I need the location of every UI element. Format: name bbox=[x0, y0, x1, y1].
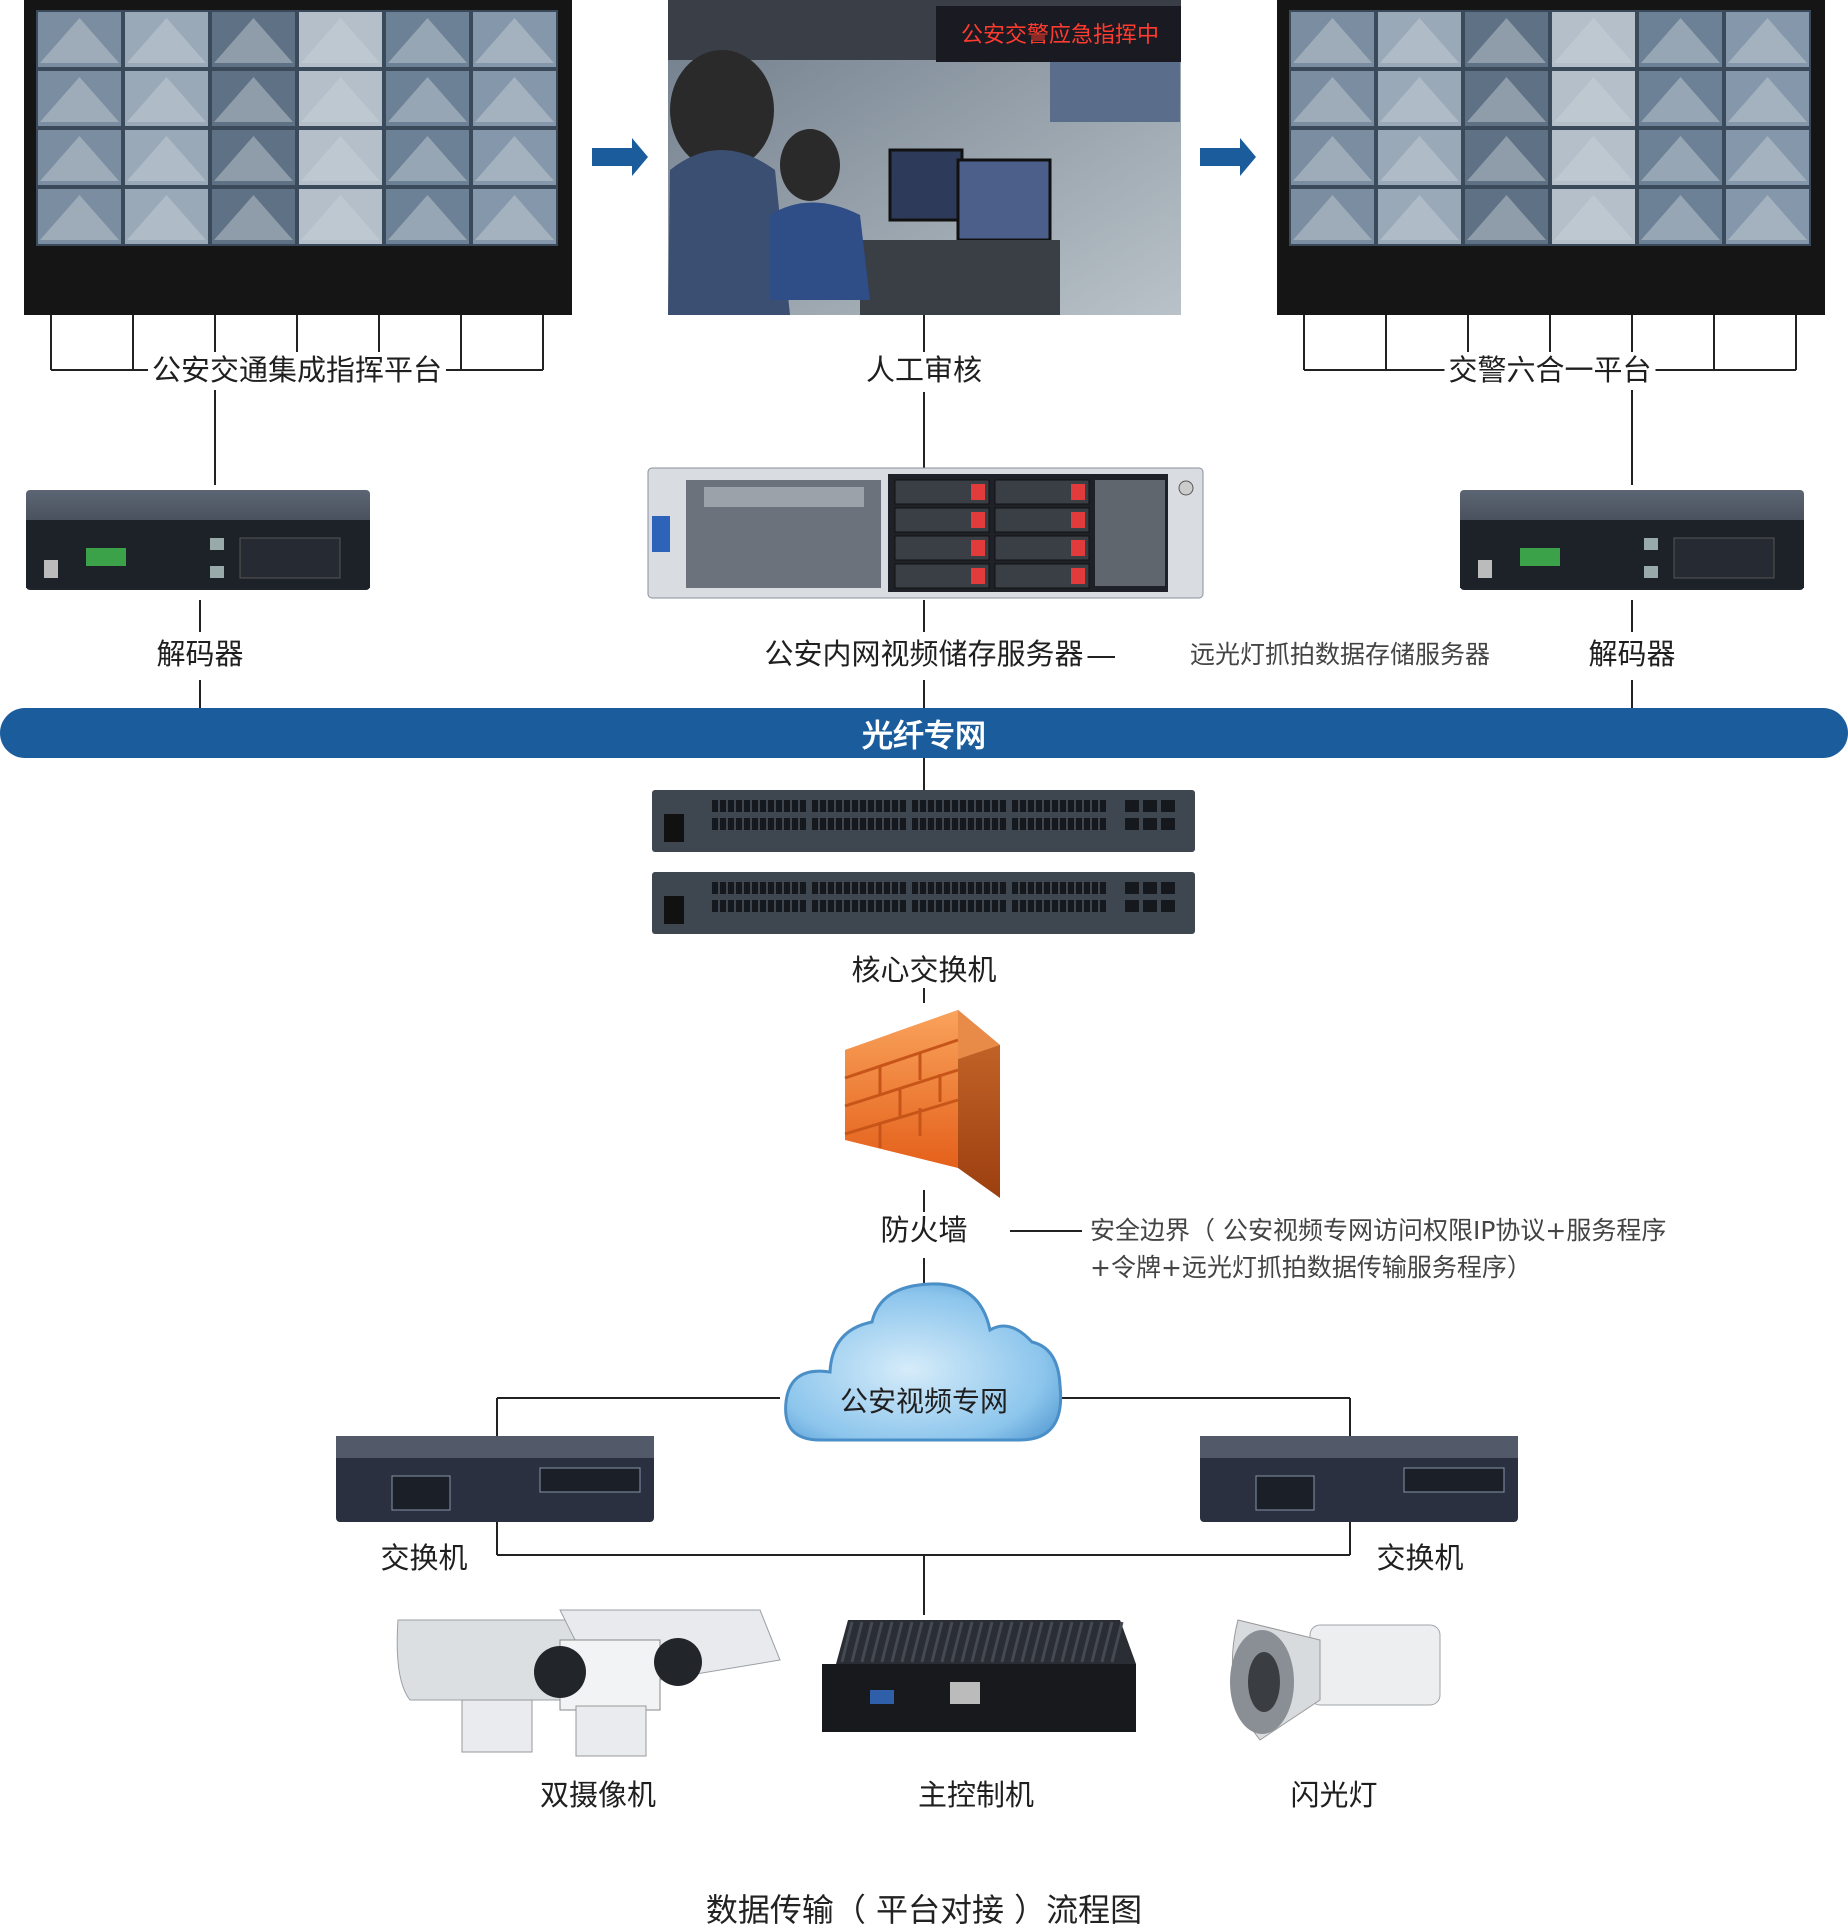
access-switch-right-device bbox=[1200, 1436, 1518, 1522]
bracket-right bbox=[1303, 315, 1797, 485]
video-wall-right bbox=[1277, 0, 1825, 315]
command-center-photo bbox=[668, 0, 1181, 315]
center-connectors bbox=[199, 315, 1633, 1615]
firewall-note-line1: 安全边界（ 公安视频专网访问权限IP协议+服务程序 bbox=[1090, 1216, 1667, 1245]
core-switch-device-1 bbox=[652, 790, 1195, 852]
firewall-device bbox=[844, 1010, 1000, 1198]
fiber-network-band: 光纤专网 bbox=[0, 708, 1848, 758]
dual-camera-label: 双摄像机 bbox=[535, 1777, 661, 1813]
bracket-left bbox=[50, 315, 544, 485]
switch-left-label: 交换机 bbox=[376, 1540, 472, 1576]
switch-right-label: 交换机 bbox=[1372, 1540, 1468, 1576]
arrow-right-2 bbox=[1200, 138, 1256, 176]
decoder-left-device bbox=[26, 490, 370, 590]
core-switch-label: 核心交换机 bbox=[847, 952, 1001, 988]
decoder-right-label: 解码器 bbox=[1584, 636, 1680, 672]
main-controller-label: 主控制机 bbox=[913, 1777, 1039, 1813]
diagram-caption: 数据传输（ 平台对接 ）流程图 bbox=[705, 1891, 1143, 1929]
fiber-network-label: 光纤专网 bbox=[862, 718, 986, 755]
storage-server-device bbox=[647, 467, 1204, 599]
flash-light-device bbox=[1230, 1619, 1441, 1741]
command-banner-text: 公安交警应急指挥中 bbox=[961, 23, 1159, 48]
video-network-cloud bbox=[784, 1282, 1063, 1442]
main-controller-device bbox=[822, 1620, 1136, 1732]
platform-right-label: 交警六合一平台 bbox=[1444, 352, 1656, 388]
firewall-label: 防火墙 bbox=[876, 1212, 972, 1248]
firewall-note-line2: +令牌+远光灯抓拍数据传输服务程序） bbox=[1090, 1253, 1532, 1282]
arrow-right-1 bbox=[592, 138, 648, 176]
platform-left-label: 公安交通集成指挥平台 bbox=[147, 352, 447, 388]
storage-server-note: 远光灯抓拍数据存储服务器 bbox=[1190, 640, 1491, 669]
access-switch-left-device bbox=[336, 1436, 654, 1522]
video-network-label: 公安视频专网 bbox=[839, 1385, 1009, 1418]
video-wall-left bbox=[24, 0, 572, 315]
manual-review-label: 人工审核 bbox=[861, 352, 987, 388]
core-switch-device-2 bbox=[652, 872, 1195, 934]
flash-light-label: 闪光灯 bbox=[1286, 1777, 1382, 1813]
dual-camera-device bbox=[396, 1609, 781, 1757]
decoder-left-label: 解码器 bbox=[152, 636, 248, 672]
decoder-right-device bbox=[1460, 490, 1804, 590]
storage-server-label: 公安内网视频储存服务器 bbox=[760, 636, 1088, 672]
